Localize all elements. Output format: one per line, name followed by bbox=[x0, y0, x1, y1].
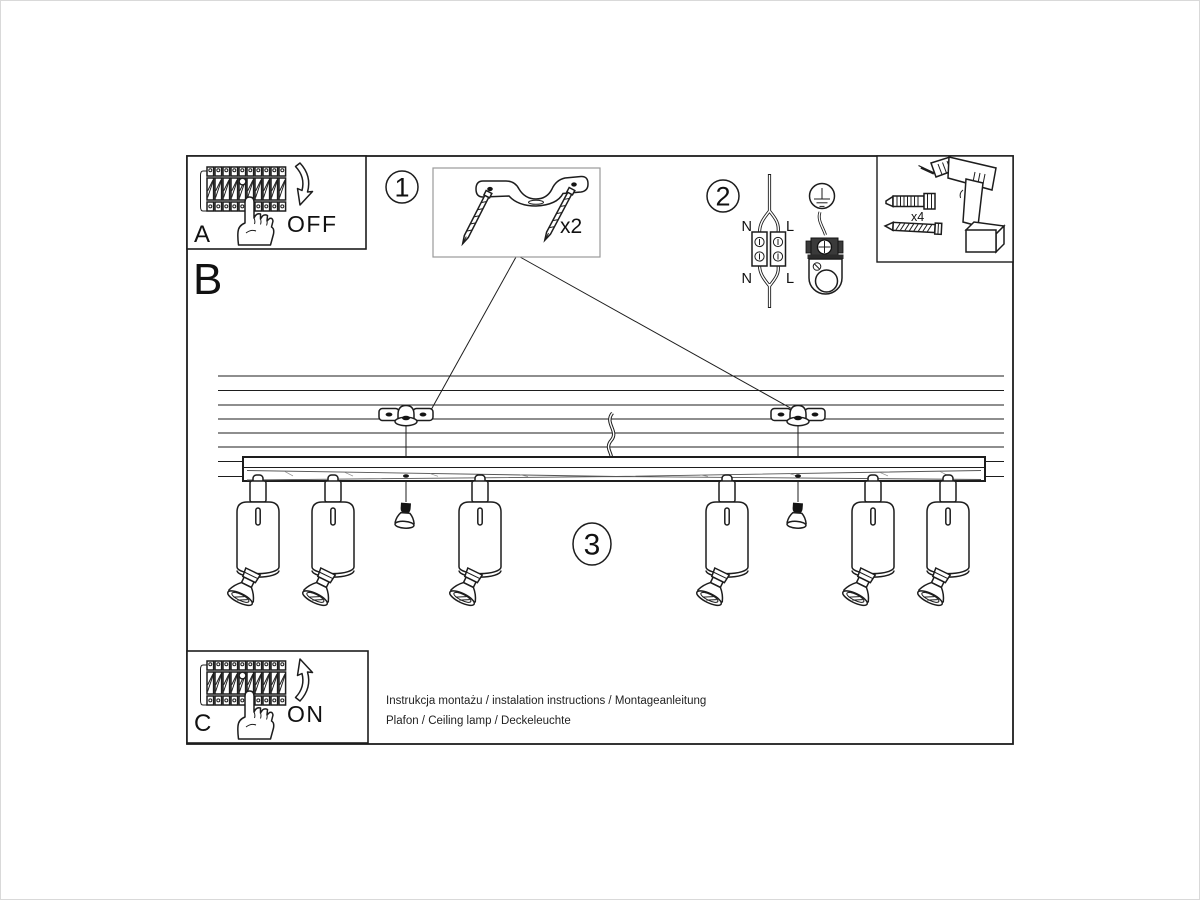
step3-badge: 3 bbox=[572, 522, 612, 566]
terminal-l-bottom: L bbox=[786, 271, 794, 287]
section-b-main-diagram: 3 B bbox=[193, 255, 1004, 609]
footer-line1: Instrukcja montażu / instalation instruc… bbox=[386, 695, 706, 707]
circuit-breaker-strip-icon bbox=[201, 661, 287, 705]
tools-box: x4 bbox=[876, 155, 1014, 263]
terminal-block-icon bbox=[751, 231, 787, 267]
circuit-breaker-strip-icon bbox=[201, 167, 287, 211]
terminal-n-top: N bbox=[742, 219, 752, 235]
step2-wiring: 2 bbox=[706, 174, 844, 308]
step1-box bbox=[432, 167, 601, 258]
ground-clamp-icon bbox=[805, 237, 844, 295]
long-screw-icon bbox=[883, 221, 943, 236]
rail-screw-hole-right bbox=[795, 474, 801, 478]
terminal-n-bottom: N bbox=[742, 271, 752, 287]
panel-a-state: OFF bbox=[287, 211, 338, 237]
step1-parts: 1 x2 bbox=[385, 167, 601, 258]
leader-line-left bbox=[430, 256, 517, 411]
step3-number: 3 bbox=[584, 529, 601, 562]
panel-c-state: ON bbox=[287, 701, 325, 727]
ceiling-rail bbox=[242, 456, 986, 482]
step1-number: 1 bbox=[394, 173, 409, 203]
tools-quantity: x4 bbox=[911, 210, 924, 224]
mounting-bracket-icon bbox=[475, 175, 589, 207]
terminal-l-top: L bbox=[786, 219, 794, 235]
leader-line-right bbox=[519, 256, 795, 411]
drill-icon bbox=[918, 156, 1006, 254]
earth-wire bbox=[817, 211, 827, 236]
footer: Instrukcja montażu / instalation instruc… bbox=[386, 695, 706, 727]
footer-line2: Plafon / Ceiling lamp / Deckeleuchte bbox=[386, 715, 571, 727]
rail-screw-hole-left bbox=[403, 474, 409, 478]
mains-cable bbox=[606, 411, 616, 460]
step2-number: 2 bbox=[715, 182, 730, 212]
supply-wires bbox=[757, 174, 780, 308]
earth-symbol-icon bbox=[808, 182, 836, 210]
panel-c-power-on: C ON bbox=[186, 650, 369, 744]
wall-plug-icon bbox=[885, 192, 936, 210]
section-b-label: B bbox=[193, 255, 222, 304]
panel-a-label: A bbox=[194, 221, 210, 248]
panel-c-label: C bbox=[194, 710, 211, 737]
step1-quantity: x2 bbox=[560, 215, 582, 238]
panel-a-power-off: A OFF bbox=[186, 155, 367, 250]
